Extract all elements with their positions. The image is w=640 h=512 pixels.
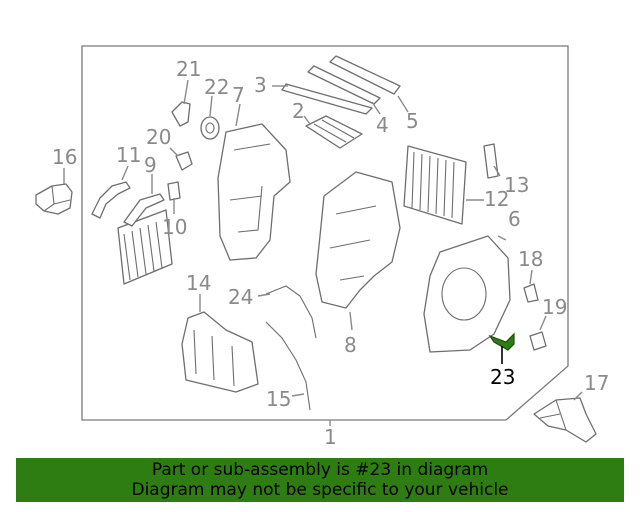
callout-12: 12 bbox=[484, 187, 509, 211]
callout-4: 4 bbox=[376, 113, 389, 137]
part-24 bbox=[265, 285, 317, 339]
part-10 bbox=[167, 181, 181, 201]
callout-18: 18 bbox=[518, 247, 543, 271]
part-19 bbox=[529, 331, 547, 351]
part-2 bbox=[305, 115, 363, 149]
callout-23: 23 bbox=[490, 365, 515, 389]
part-9 bbox=[117, 193, 173, 285]
part-16 bbox=[35, 183, 73, 215]
callout-16: 16 bbox=[52, 145, 77, 169]
part-23-highlighted bbox=[488, 332, 515, 351]
callout-9: 9 bbox=[144, 153, 157, 177]
callout-15: 15 bbox=[266, 387, 291, 411]
callout-13: 13 bbox=[504, 173, 529, 197]
callout-19: 19 bbox=[542, 295, 567, 319]
callout-24: 24 bbox=[228, 285, 253, 309]
notice-banner: Part or sub-assembly is #23 in diagram D… bbox=[16, 458, 624, 502]
part-11 bbox=[91, 181, 131, 219]
leader-lines bbox=[63, 79, 583, 426]
part-18 bbox=[523, 283, 539, 303]
part-17 bbox=[533, 397, 597, 443]
part-12 bbox=[403, 145, 467, 225]
part-6 bbox=[423, 235, 511, 353]
part-14 bbox=[181, 311, 259, 393]
part-8 bbox=[315, 171, 401, 309]
part-22 bbox=[200, 116, 220, 140]
part-7 bbox=[217, 123, 291, 261]
callout-6: 6 bbox=[508, 207, 521, 231]
callout-17: 17 bbox=[584, 371, 609, 395]
callout-8: 8 bbox=[344, 333, 357, 357]
callout-labels: 1 2 3 4 5 6 7 8 9 10 11 12 13 14 15 16 1… bbox=[52, 57, 609, 449]
callout-2: 2 bbox=[292, 99, 305, 123]
part-13 bbox=[483, 143, 499, 179]
callout-5: 5 bbox=[406, 109, 419, 133]
callout-11: 11 bbox=[116, 143, 141, 167]
part-15 bbox=[265, 321, 311, 411]
callout-22: 22 bbox=[204, 75, 229, 99]
part-3 bbox=[281, 83, 373, 115]
callout-10: 10 bbox=[162, 215, 187, 239]
callout-7: 7 bbox=[232, 83, 245, 107]
part-21 bbox=[171, 101, 191, 127]
callout-1: 1 bbox=[324, 425, 337, 449]
banner-line-1: Part or sub-assembly is #23 in diagram bbox=[151, 460, 489, 480]
callout-20: 20 bbox=[146, 125, 171, 149]
assembly-boundary bbox=[81, 45, 569, 421]
banner-line-2: Diagram may not be specific to your vehi… bbox=[131, 480, 509, 500]
part-5 bbox=[329, 55, 401, 95]
callout-21: 21 bbox=[176, 57, 201, 81]
part-20 bbox=[175, 151, 193, 171]
callout-3: 3 bbox=[254, 73, 267, 97]
callout-14: 14 bbox=[186, 271, 211, 295]
